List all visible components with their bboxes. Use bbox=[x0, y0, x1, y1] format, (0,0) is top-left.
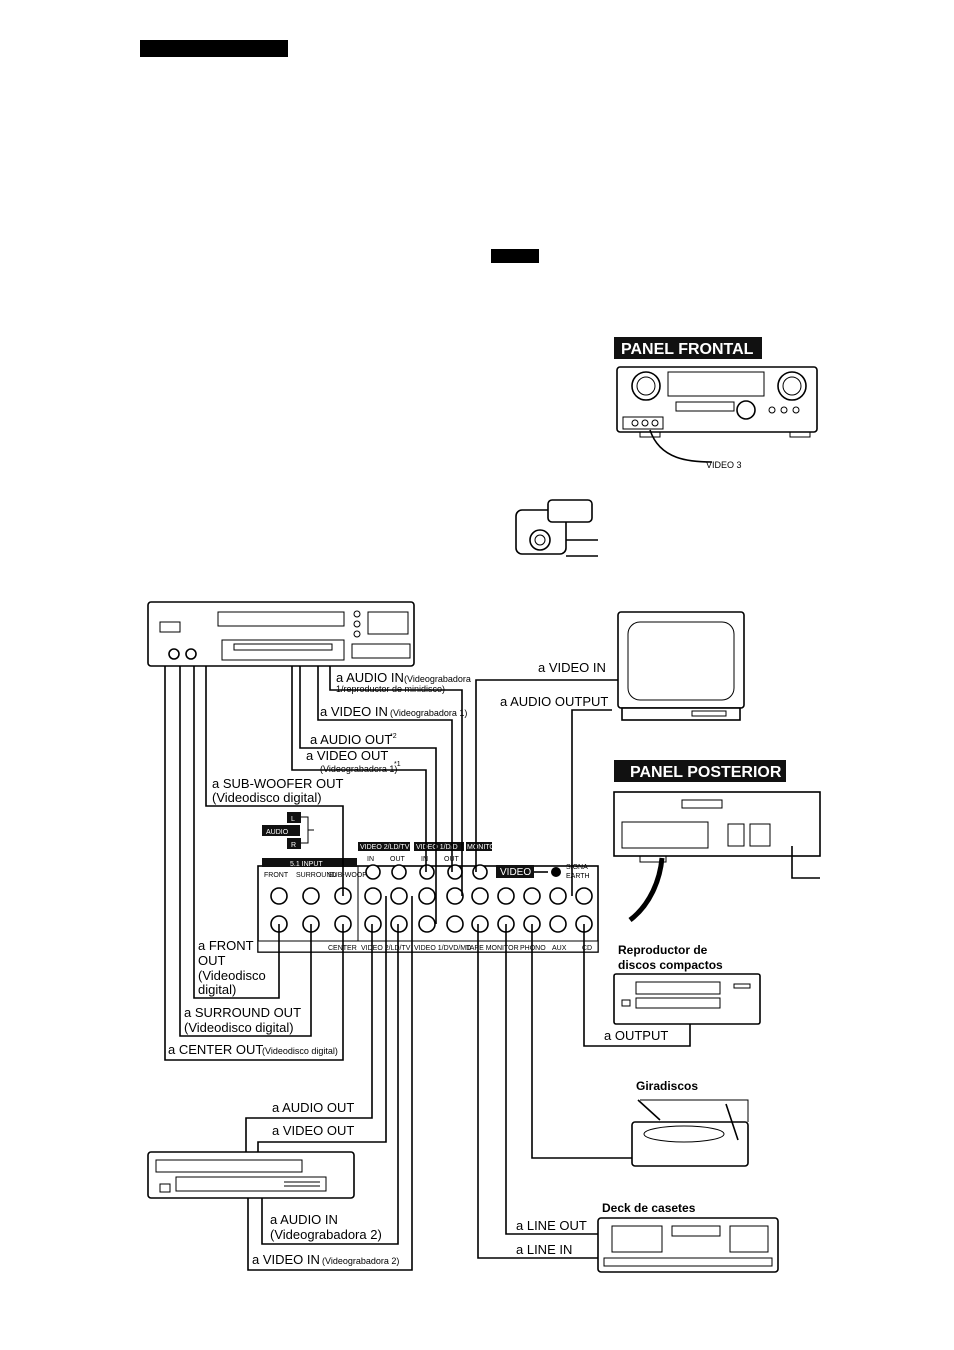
label-surround: SURROUND bbox=[296, 872, 336, 879]
label-phono: PHONO bbox=[520, 945, 546, 952]
cable-lines bbox=[164, 666, 691, 1271]
cassette-title: Deck de casetes bbox=[602, 1201, 696, 1215]
cd-player-labels: Reproductor de discos compactos a OUTPUT bbox=[604, 943, 723, 1043]
receiver-rear-illustration bbox=[613, 791, 821, 922]
label-video2-top: VIDEO 2/LD/TV bbox=[360, 844, 410, 851]
rear-panel-section: PANEL POSTERIOR bbox=[613, 760, 821, 922]
dvd-front-out-3: (Videodisco bbox=[198, 968, 266, 983]
camcorder-illustration bbox=[515, 499, 598, 557]
tv-connection-labels: a VIDEO IN a AUDIO OUTPUT bbox=[500, 660, 608, 709]
vcr2-illustration bbox=[147, 1151, 355, 1199]
cassette-line-out: a LINE OUT bbox=[516, 1218, 587, 1233]
label-io-0: IN bbox=[367, 856, 374, 863]
dvd-audio-in: a AUDIO IN bbox=[336, 670, 404, 685]
dvd-center-out: a CENTER OUT bbox=[168, 1042, 263, 1057]
turntable-labels: Giradiscos bbox=[636, 1079, 698, 1093]
dvd-audio-in-note2: 1/reproductor de minidisco) bbox=[336, 684, 445, 694]
dvd-surround-note: (Videodisco digital) bbox=[184, 1020, 294, 1035]
vcr2-audio-out: a AUDIO OUT bbox=[272, 1100, 354, 1115]
turntable-title: Giradiscos bbox=[636, 1079, 698, 1093]
dvd-audio-out-note: *2 bbox=[390, 733, 397, 740]
label-front: FRONT bbox=[264, 872, 289, 879]
turntable-illustration bbox=[631, 1099, 749, 1167]
dvd-subwoofer: a SUB-WOOFER OUT bbox=[212, 776, 344, 791]
signal-earth-1: SIGNA bbox=[566, 864, 588, 871]
video-tag: VIDEO bbox=[500, 867, 531, 878]
cd-title-1: Reproductor de bbox=[618, 943, 708, 957]
vcr2-video-out: a VIDEO OUT bbox=[272, 1123, 354, 1138]
dvd-subwoofer-note: (Videodisco digital) bbox=[212, 790, 322, 805]
label-io-2: IN bbox=[421, 856, 428, 863]
dvd-connection-labels: a AUDIO IN (Videograbadora 1/reproductor… bbox=[168, 670, 471, 1057]
tag-r: R bbox=[291, 842, 296, 849]
tag-l: L bbox=[291, 816, 295, 823]
vcr2-connection-labels: a AUDIO OUT a VIDEO OUT a AUDIO IN (Vide… bbox=[252, 1100, 399, 1267]
dvd-front-out-2: OUT bbox=[198, 953, 226, 968]
redacted-bar-top bbox=[140, 40, 288, 57]
front-panel-section: PANEL FRONTAL VIDEO 3 bbox=[614, 337, 818, 470]
dvd-audio-in-note1: (Videograbadora bbox=[404, 674, 471, 684]
dvd-surround-out: a SURROUND OUT bbox=[184, 1005, 301, 1020]
vcr2-audio-in-note: (Videograbadora 2) bbox=[270, 1227, 382, 1242]
label-5-1-input: 5.1 INPUT bbox=[290, 861, 323, 868]
video3-label: VIDEO 3 bbox=[706, 460, 742, 470]
tag-audio: AUDIO bbox=[266, 829, 289, 836]
label-aux: AUX bbox=[552, 945, 567, 952]
cassette-labels: Deck de casetes a LINE OUT a LINE IN bbox=[516, 1201, 696, 1257]
label-cd: CD bbox=[582, 945, 592, 952]
cassette-line-in: a LINE IN bbox=[516, 1242, 572, 1257]
redacted-bar-mid bbox=[491, 249, 539, 263]
dvd-center-note: (Videodisco digital) bbox=[262, 1046, 338, 1056]
audio-lr-legend: L AUDIO R bbox=[262, 812, 314, 849]
receiver-front-illustration bbox=[616, 366, 818, 463]
dvd-player-illustration bbox=[147, 601, 415, 667]
label-io-1: OUT bbox=[390, 856, 406, 863]
label-subwoofer: SUB-WOOFER bbox=[328, 872, 376, 879]
dvd-video-out: a VIDEO OUT bbox=[306, 748, 388, 763]
rear-panel-header: PANEL POSTERIOR bbox=[630, 764, 782, 781]
label-monitor-top: MONITOR bbox=[467, 844, 500, 851]
vcr2-audio-in: a AUDIO IN bbox=[270, 1212, 338, 1227]
dvd-front-out-1: a FRONT bbox=[198, 938, 254, 953]
vcr2-video-in-note: (Videograbadora 2) bbox=[322, 1256, 399, 1266]
signal-earth-2: EARTH bbox=[566, 873, 590, 880]
tv-video-in: a VIDEO IN bbox=[538, 660, 606, 675]
dvd-audio-out: a AUDIO OUT bbox=[310, 732, 392, 747]
cd-output: a OUTPUT bbox=[604, 1028, 668, 1043]
vcr2-video-in: a VIDEO IN bbox=[252, 1252, 320, 1267]
tv-audio-output: a AUDIO OUTPUT bbox=[500, 694, 608, 709]
dvd-front-out-4: digital) bbox=[198, 982, 236, 997]
dvd-video-in: a VIDEO IN bbox=[320, 704, 388, 719]
cd-player-illustration bbox=[613, 973, 761, 1025]
cassette-deck-illustration bbox=[597, 1217, 779, 1273]
dvd-video-out-sup: *1 bbox=[394, 761, 401, 768]
dvd-video-out-note: (Videograbadora 1) bbox=[320, 764, 397, 774]
receiver-connector-panel: 5.1 INPUT VIDEO 2/LD/TV VIDEO 1/D/D MONI… bbox=[257, 842, 599, 953]
cd-title-2: discos compactos bbox=[618, 958, 723, 972]
label-tape-monitor: TAPE MONITOR bbox=[466, 945, 519, 952]
label-video1-bottom: VIDEO 1/DVD/MD bbox=[414, 945, 471, 952]
dvd-video-in-note: (Videograbadora 1) bbox=[390, 708, 467, 718]
tv-illustration bbox=[617, 611, 745, 721]
label-video1-top: VIDEO 1/D/D bbox=[416, 844, 458, 851]
front-panel-header: PANEL FRONTAL bbox=[621, 341, 754, 358]
